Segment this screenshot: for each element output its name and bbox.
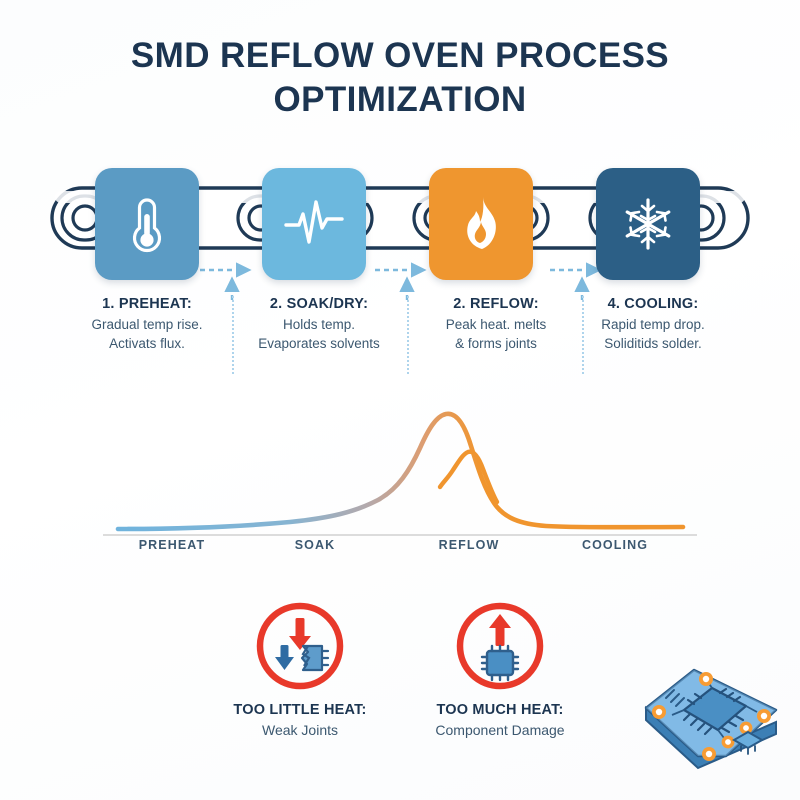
warning-section: TOO LITTLE HEAT: Weak Joints [0,596,800,756]
step-card-reflow[interactable] [429,168,533,280]
temperature-profile-chart: PREHEAT SOAK REFLOW COOLING [0,392,800,572]
waveform-icon [284,200,344,244]
thermometer-icon [132,198,162,253]
caption-preheat: 1. PREHEAT: Gradual temp rise. Activats … [62,296,232,353]
caption-divider-2 [407,296,409,374]
caption-reflow-head: 2. REFLOW: [453,296,539,312]
chart-series-board-peak [437,449,500,505]
caption-soak-line2: Evaporates solvents [258,336,380,351]
caption-preheat-line2: Activats flux. [109,336,185,351]
warning-1-head: TOO LITTLE HEAT: [233,702,367,718]
chart-tick-preheat: PREHEAT [138,538,206,552]
process-step-cards [0,168,800,286]
warning-too-much-heat[interactable]: TOO MUCH HEAT: Component Damage [395,596,605,738]
caption-cooling-line1: Rapid temp drop. [601,317,705,332]
chart-plot-area [103,411,697,536]
chart-tick-soak: SOAK [294,538,336,552]
cracked-chip-icon [300,644,330,672]
caption-cooling: 4. COOLING: Rapid temp drop. Soliditids … [568,296,738,353]
caption-preheat-line1: Gradual temp rise. [91,317,203,332]
caption-preheat-head: 1. PREHEAT: [102,296,192,312]
caption-divider-3 [582,296,584,374]
caption-cooling-head: 4. COOLING: [607,296,699,312]
step-card-soak-dry[interactable] [262,168,366,280]
caption-soak-line1: Holds temp. [282,317,356,332]
caption-divider-1 [232,296,234,374]
pcb-board-icon [644,668,778,770]
chart-series-oven-profile [115,411,686,532]
warning-icon-wrap-1 [195,596,405,696]
caption-reflow-line2: & forms joints [455,336,537,351]
caption-cooling-line2: Soliditids solder. [604,336,702,351]
step-card-preheat[interactable] [95,168,199,280]
caption-soak-head: 2. SOAK/DRY: [269,296,369,312]
arrow-up-red-icon [489,614,511,646]
step-card-cooling[interactable] [596,168,700,280]
chart-tick-cooling: COOLING [581,538,649,552]
too-little-heat-icon [256,602,344,690]
warning-1-body: Weak Joints [262,722,338,738]
solder-pads [652,672,771,761]
caption-soak-dry: 2. SOAK/DRY: Holds temp. Evaporates solv… [234,296,404,353]
pcb-board-illustration [636,662,786,794]
too-much-heat-icon [456,602,544,690]
step-captions: 1. PREHEAT: Gradual temp rise. Activats … [0,296,800,378]
arrow-down-blue-icon [275,645,294,670]
caption-reflow-line1: Peak heat. melts [445,317,547,332]
warning-icon-wrap-2 [395,596,605,696]
warning-2-body: Component Damage [435,722,565,738]
warning-2-head: TOO MUCH HEAT: [436,702,564,718]
page-title: SMD REFLOW OVEN PROCESS OPTIMIZATION [0,34,800,122]
arrow-down-red-icon [289,618,311,650]
warning-too-little-heat[interactable]: TOO LITTLE HEAT: Weak Joints [195,596,405,738]
microchip-icon [480,644,520,682]
title-line-1: SMD REFLOW OVEN PROCESS [130,36,670,75]
snowflake-icon [625,198,671,250]
chart-tick-reflow: REFLOW [438,538,500,552]
title-line-2: OPTIMIZATION [273,80,527,119]
flame-icon [467,197,496,249]
caption-reflow: 2. REFLOW: Peak heat. melts & forms join… [411,296,581,353]
